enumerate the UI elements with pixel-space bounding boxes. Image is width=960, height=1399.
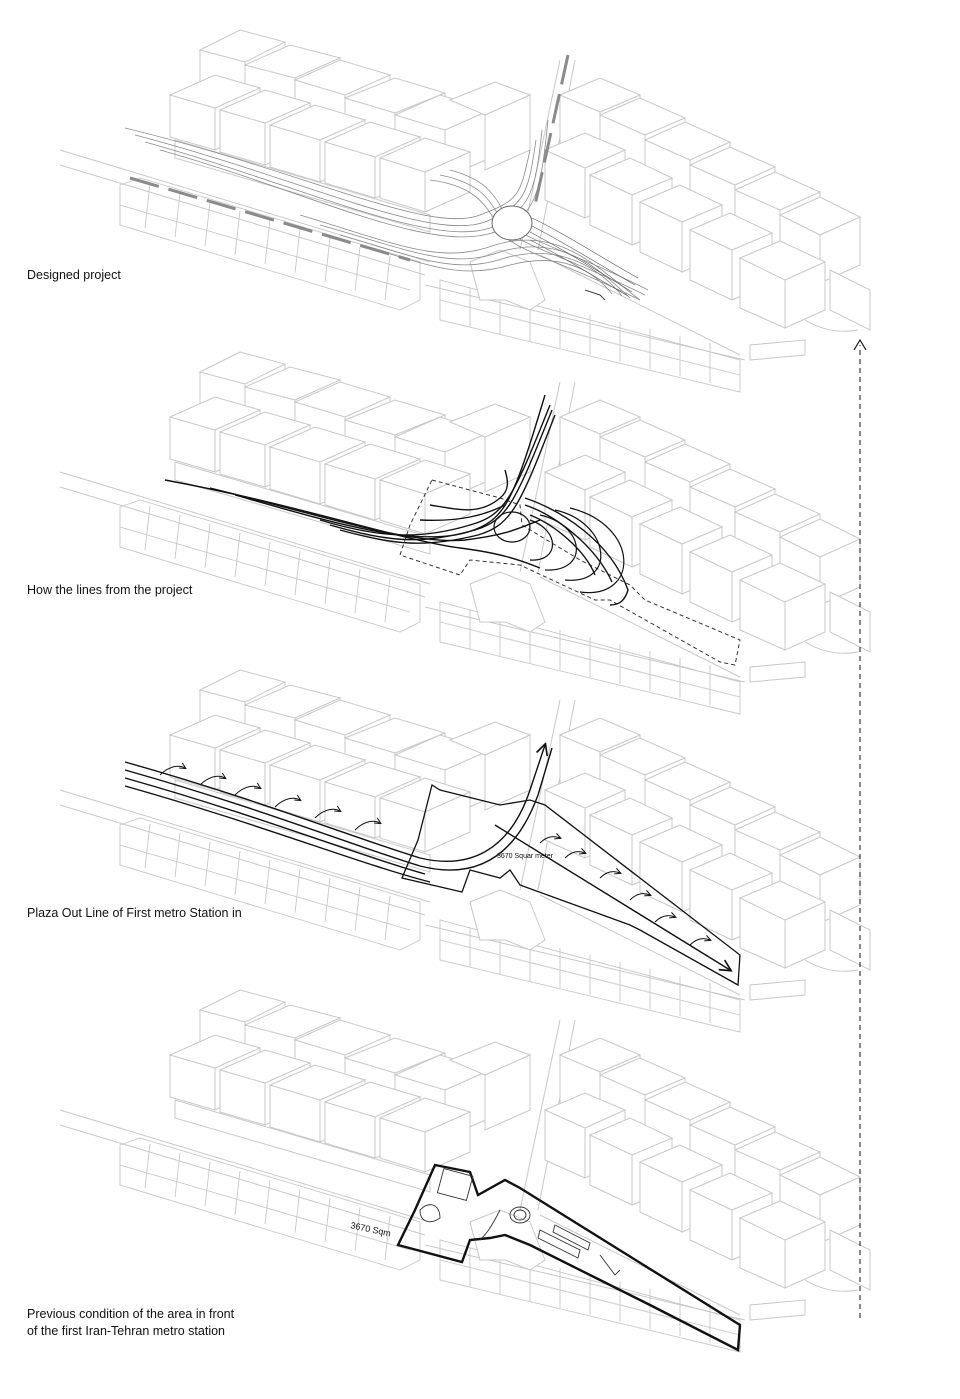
panel-project-lines — [59, 351, 871, 715]
caption-line: Previous condition of the area in front — [27, 1307, 235, 1321]
plaza-outline — [401, 783, 741, 987]
contour-dense-band — [529, 217, 639, 297]
caption-line: How the lines from the project — [27, 583, 193, 597]
caption-project-lines: How the lines from the project — [27, 582, 192, 599]
plaza-dashed-outline — [399, 479, 741, 666]
panel-designed-project — [59, 29, 871, 393]
panel-previous-condition: 3670 Sqm — [59, 989, 871, 1353]
caption-plaza-outline: Plaza Out Line of First metro Station in — [27, 905, 242, 922]
small-arrow-curves — [159, 766, 710, 946]
existing-site-features — [419, 1168, 621, 1276]
project-flow-lines — [164, 394, 629, 606]
flow-lines-with-arrows — [124, 745, 730, 970]
caption-line: Plaza Out Line of First metro Station in — [27, 906, 242, 920]
area-label-panel3: 3670 Squar meter — [497, 853, 554, 860]
nested-ovals — [493, 507, 625, 594]
caption-previous-condition: Previous condition of the area in front … — [27, 1306, 234, 1340]
caption-line: of the first Iran-Tehran metro station — [27, 1324, 226, 1338]
caption-designed-project: Designed project — [27, 267, 121, 284]
panel-plaza-outline: 3670 Squar meter — [59, 669, 871, 1033]
caption-line: Designed project — [27, 268, 121, 282]
roundabout-circle — [491, 205, 533, 241]
progression-arrow — [853, 338, 867, 1318]
dashed-axis — [129, 54, 570, 262]
site-outline — [396, 1163, 742, 1352]
